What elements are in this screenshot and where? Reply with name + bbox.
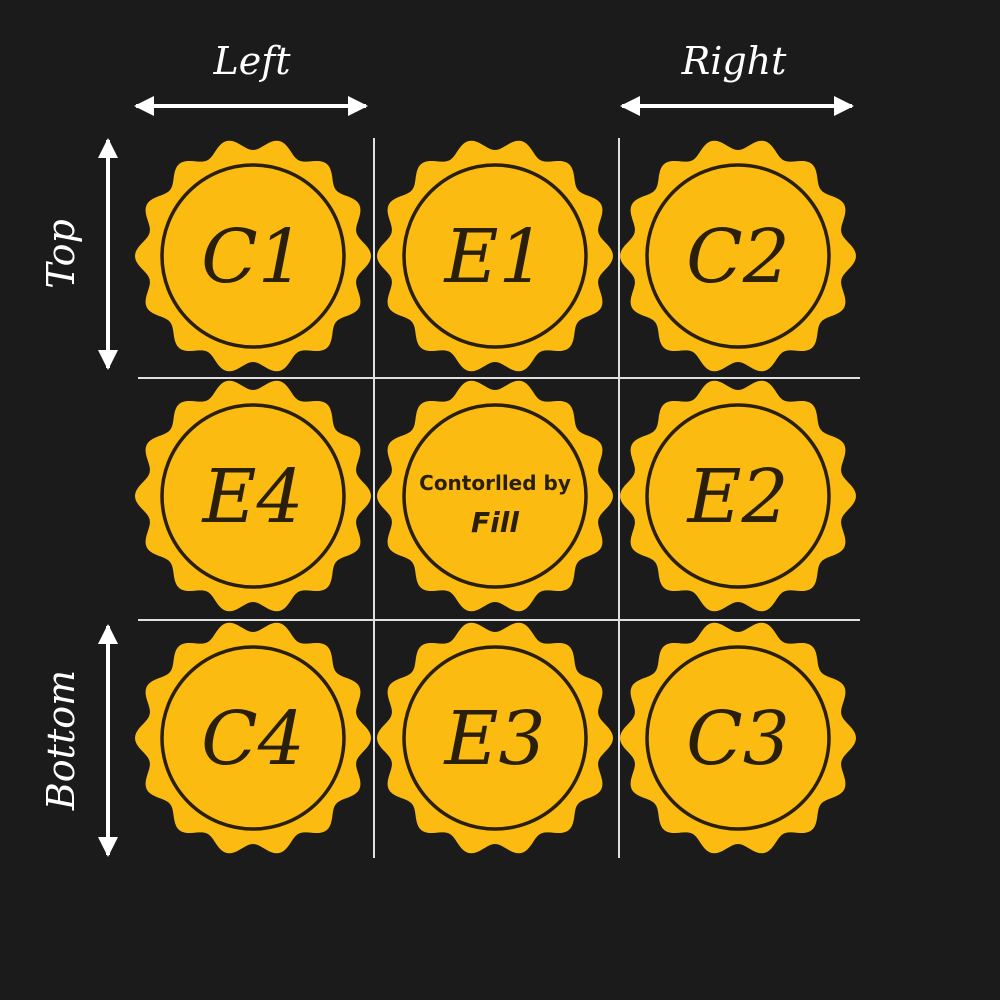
seal-badge-shape: [135, 622, 371, 854]
seal-badge-shape: [620, 622, 856, 854]
center-label-line1: Contorlled by: [419, 471, 571, 495]
seal-label-e4: E4: [200, 454, 303, 540]
seal-inner-ring: [402, 645, 588, 831]
top-label: Top: [39, 219, 83, 289]
bottom-label: Bottom: [39, 670, 83, 811]
seal-c4: C4: [135, 622, 371, 854]
seal-badge-shape: [377, 380, 613, 612]
seal-badge-shape: [135, 140, 371, 372]
seal-center-fill: Contorlled by Fill: [377, 380, 613, 612]
seal-e3: E3: [377, 622, 613, 854]
axis-arrows: [98, 96, 854, 857]
seals-grid: C1 E1 C2 E4 Contorlled by Fill E2: [135, 140, 856, 854]
seal-e2: E2: [620, 380, 856, 612]
center-label-line2: Fill: [471, 506, 519, 539]
left-label: Left: [212, 39, 291, 83]
seal-inner-ring: [160, 403, 346, 589]
seal-c2: C2: [620, 140, 856, 372]
seal-inner-ring: [645, 403, 831, 589]
seal-inner-ring: [160, 645, 346, 831]
seal-label-c4: C4: [201, 696, 305, 782]
seal-badge-shape: [377, 622, 613, 854]
right-label: Right: [681, 39, 788, 83]
seal-inner-ring: [160, 163, 346, 349]
seal-inner-ring: [645, 163, 831, 349]
seal-label-e3: E3: [442, 696, 545, 782]
seal-label-e1: E1: [442, 214, 545, 300]
seal-label-e2: E2: [685, 454, 788, 540]
seal-badge-shape: [620, 140, 856, 372]
seal-label-c2: C2: [686, 214, 790, 300]
grid-lines: [138, 138, 860, 858]
seal-e4: E4: [135, 380, 371, 612]
seal-c1: C1: [135, 140, 371, 372]
seal-inner-ring: [645, 645, 831, 831]
seal-inner-ring: [402, 163, 588, 349]
seal-e1: E1: [377, 140, 613, 372]
seal-badge-shape: [620, 380, 856, 612]
seal-label-c1: C1: [201, 214, 305, 300]
seal-c3: C3: [620, 622, 856, 854]
seal-badge-shape: [377, 140, 613, 372]
seal-inner-ring: [402, 403, 588, 589]
seal-label-c3: C3: [686, 696, 790, 782]
seal-badge-shape: [135, 380, 371, 612]
